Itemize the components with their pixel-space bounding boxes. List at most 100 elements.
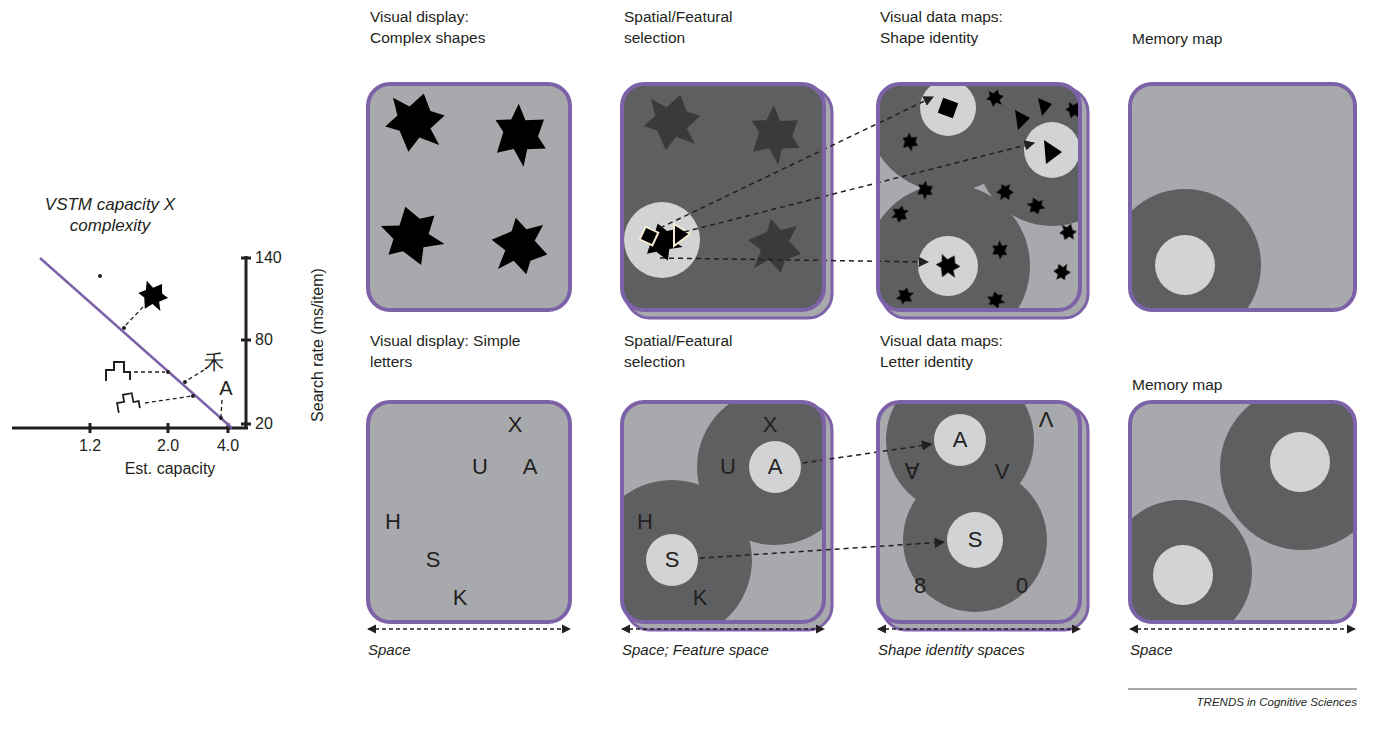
data-point <box>219 416 223 420</box>
letter: H <box>637 509 653 534</box>
visual-display-panel: Visual display: Complex shapes <box>366 82 572 312</box>
shape-part <box>674 224 690 246</box>
memory-field <box>1131 500 1252 621</box>
axis-title-wrap: Est. capacity <box>125 459 216 479</box>
panel-heading-wrap: Spatial/Featural selection <box>624 330 784 373</box>
panel-content <box>372 93 559 276</box>
y-tick <box>241 257 251 260</box>
shape-fragment <box>985 289 1008 309</box>
complex-shape <box>372 196 453 276</box>
glyph-sample-wrap: 禾 <box>204 350 224 375</box>
visual-display-panel: Visual display: Simple lettersXUAHSK <box>366 400 572 624</box>
memory-map-panel: Memory map <box>1128 400 1357 624</box>
complex-glyph-icon <box>106 362 130 381</box>
y-axis <box>245 256 248 429</box>
space-label-wrap: Space <box>368 641 411 660</box>
letter: 0 <box>1016 573 1028 598</box>
axis-title: Est. capacity <box>125 460 216 477</box>
space-label-wrap: Space <box>1130 641 1173 660</box>
shape-fragment <box>898 130 922 154</box>
data-map-panel: Visual data maps: Shape identity <box>876 82 1082 312</box>
shape-fragment <box>1064 100 1079 120</box>
attention-field <box>623 85 823 309</box>
leader-line <box>221 400 222 416</box>
letter: U <box>472 454 488 479</box>
panel-heading-wrap: Visual display: Complex shapes <box>370 6 530 49</box>
letter: U <box>720 454 736 479</box>
panel-content <box>623 403 823 621</box>
shape-fragment <box>988 238 1012 262</box>
feature-arrow <box>660 97 933 228</box>
letter-wrap: 0 <box>1016 575 1028 597</box>
leader-line <box>124 307 143 327</box>
tick-label: 1.2 <box>79 437 101 454</box>
tick-label-wrap: 2.0 <box>157 436 179 456</box>
letter-wrap: U <box>720 456 736 478</box>
tick-label-wrap: 4.0 <box>217 436 239 456</box>
x-axis <box>12 427 248 430</box>
letter-wrap: X <box>763 414 778 436</box>
memory-field <box>1220 403 1354 550</box>
letter-wrap: A <box>768 456 783 478</box>
tick-label: 20 <box>255 415 273 432</box>
panel-heading: Visual display: Complex shapes <box>370 8 485 46</box>
letter: A <box>523 454 538 479</box>
space-label: Space; Feature space <box>622 641 769 658</box>
unattended-shape <box>644 95 701 151</box>
complex-shape <box>385 93 444 151</box>
leader-line <box>186 370 204 381</box>
axis-title: Search rate (ms/item) <box>309 268 326 422</box>
trend-line <box>40 258 232 428</box>
memory-focus <box>1270 432 1330 492</box>
glyph-sample: A <box>219 377 232 399</box>
letter: X <box>508 412 523 437</box>
shape-fragment <box>986 90 1003 107</box>
attended-focus <box>624 202 700 278</box>
letter: ∀ <box>904 459 919 484</box>
letter: S <box>426 547 441 572</box>
shape-fragment <box>1059 223 1078 241</box>
axis-span-arrow <box>1130 628 1355 629</box>
letter: K <box>693 585 708 610</box>
panel-content <box>879 85 1079 309</box>
axis-title-wrap: Search rate (ms/item) <box>308 268 328 422</box>
panel-heading: Memory map <box>1132 30 1222 47</box>
unattended-shape <box>737 98 812 173</box>
shape-fragment <box>1015 110 1030 130</box>
letter: V <box>995 459 1010 484</box>
panel-heading: Visual data maps: Shape identity <box>880 8 1003 46</box>
panel-heading-wrap: Spatial/Featural selection <box>624 6 784 49</box>
shape-fragment <box>994 181 1015 202</box>
panel-content <box>1131 403 1354 621</box>
identity-focus <box>920 85 976 136</box>
selection-panel: Spatial/Featural selectionXUHKAS <box>620 400 826 624</box>
memory-map-panel: Memory map <box>1128 82 1357 312</box>
selection-panel: Spatial/Featural selection <box>620 82 826 312</box>
complex-shape <box>492 218 548 275</box>
shape-fragment <box>1024 194 1048 218</box>
x-tick <box>167 423 170 433</box>
panel-ground <box>367 401 571 623</box>
letter: S <box>665 547 680 572</box>
shape-fragment <box>889 203 911 225</box>
space-label: Space <box>1130 641 1173 658</box>
capacity-chart <box>12 256 251 433</box>
tick-label-wrap: 80 <box>255 330 273 350</box>
space-label: Shape identity spaces <box>878 641 1025 658</box>
tick-label: 4.0 <box>217 437 239 454</box>
space-label-wrap: Space; Feature space <box>622 641 769 660</box>
y-tick <box>241 339 251 342</box>
memory-focus <box>1153 545 1213 605</box>
panel-ground <box>367 83 571 311</box>
letter-wrap: A <box>523 456 538 478</box>
complex-shape-icon <box>134 277 172 315</box>
glyph-sample-wrap: A <box>219 376 232 401</box>
letter-wrap: S <box>665 549 680 571</box>
tick-label: 140 <box>255 249 282 266</box>
identity-field <box>879 184 1030 309</box>
memory-focus <box>1155 235 1215 295</box>
panel-heading-wrap: Visual display: Simple letters <box>370 330 530 373</box>
panel-content <box>623 85 823 309</box>
data-point <box>166 370 170 374</box>
